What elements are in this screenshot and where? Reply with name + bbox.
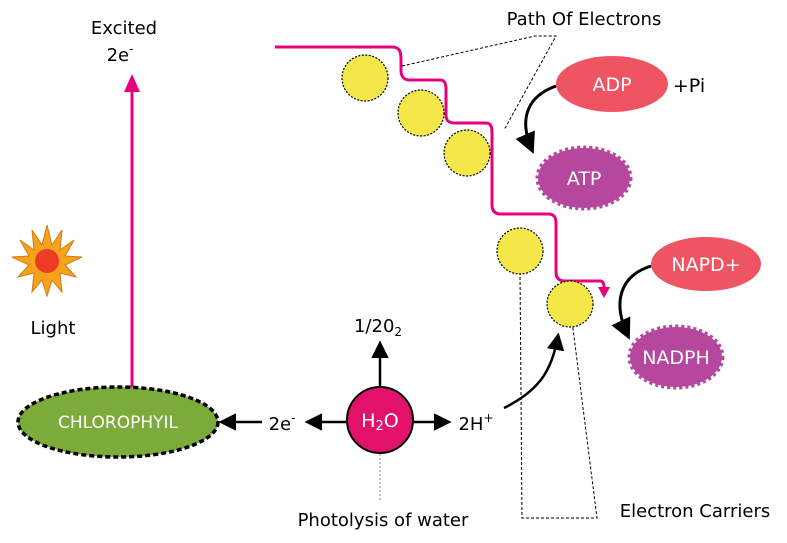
excited-electrons-label: 2e- (107, 42, 134, 66)
electron-carrier-1 (341, 54, 389, 102)
napd-ellipse (651, 237, 761, 291)
path-of-electrons-label: Path Of Electrons (507, 9, 662, 30)
excited-label: Excited (91, 18, 157, 39)
electron-path-arrow-head (598, 287, 610, 298)
napd-to-nadph-arrow (611, 264, 652, 340)
sun-icon (11, 224, 83, 298)
adp-label: ADP (592, 74, 631, 96)
protons-label: 2H+ (458, 411, 493, 435)
electron-carrier-3 (443, 129, 491, 177)
excitation-arrow-head (124, 74, 140, 92)
protons-to-carrier-arrow (503, 332, 565, 410)
electron-path-line (275, 45, 606, 288)
chlorophyll-ellipse (16, 385, 220, 459)
nadph-blob (627, 324, 725, 390)
water-label: H2O (361, 410, 399, 434)
electron-carrier-5 (546, 280, 594, 328)
light-label: Light (31, 318, 76, 339)
electron-carrier-4 (496, 227, 544, 275)
pi-label: +Pi (673, 75, 705, 97)
electrons-label: 2e- (269, 411, 296, 435)
adp-ellipse (556, 56, 668, 112)
atp-label: ATP (567, 168, 602, 190)
electron-carriers-label: Electron Carriers (620, 501, 771, 522)
electron-carrier-2 (397, 89, 445, 137)
nadph-label: NADPH (642, 347, 710, 369)
water-molecule (346, 386, 414, 454)
atp-blob (535, 145, 633, 211)
path-of-electrons-leader (401, 35, 557, 131)
chlorophyll-label: CHLOROPHYIL (58, 413, 179, 433)
photolysis-label: Photolysis of water (298, 510, 469, 531)
napd-label: NAPD+ (671, 254, 740, 276)
oxygen-label: 1/202 (354, 316, 402, 339)
adp-to-atp-arrow (515, 84, 557, 154)
